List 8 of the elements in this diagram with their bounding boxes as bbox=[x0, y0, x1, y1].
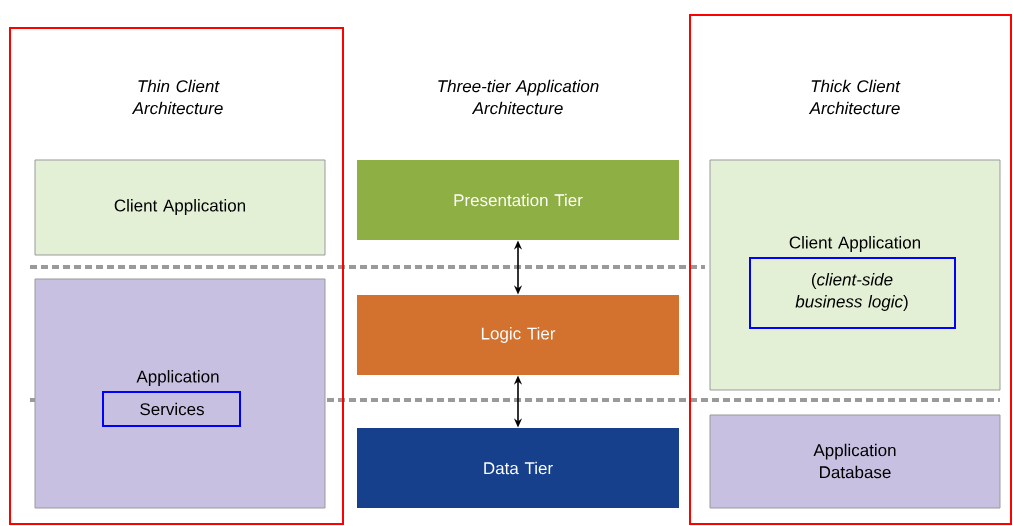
component-box: Client Application bbox=[34, 159, 326, 256]
tier-box: Logic Tier bbox=[357, 295, 679, 375]
tier-box: Data Tier bbox=[357, 428, 679, 508]
highlight-box: (client-side business logic) bbox=[749, 257, 956, 329]
tier-box: Presentation Tier bbox=[357, 160, 679, 240]
heading: Three-tier Application Architecture bbox=[438, 79, 599, 115]
component-box: Application Database bbox=[709, 414, 1001, 509]
highlight-box: Services bbox=[102, 391, 241, 427]
